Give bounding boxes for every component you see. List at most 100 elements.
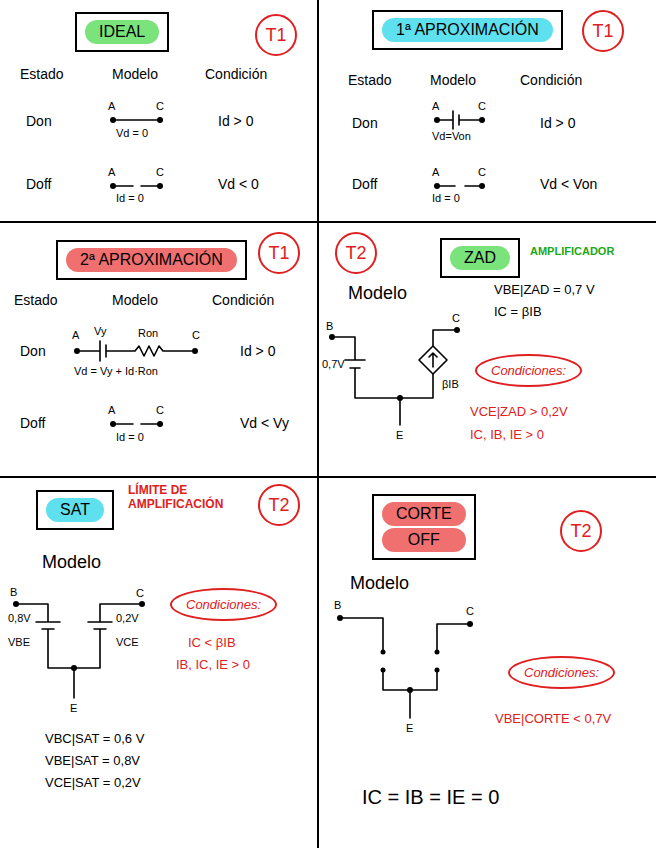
state-name: Doff	[20, 415, 45, 431]
section-heading: Modelo	[42, 552, 101, 573]
condition-text: VCE|ZAD > 0,2V	[470, 405, 568, 420]
mode-title: ZAD	[440, 238, 520, 278]
topic-number: T1	[268, 243, 289, 264]
dependent-source	[419, 346, 447, 374]
component-value: VCE	[116, 636, 139, 649]
condition-text: IB, IC, IE > 0	[176, 658, 250, 673]
model-note: Id = 0	[432, 192, 460, 205]
component-value: VBE	[8, 636, 30, 649]
diode-battery-on	[437, 111, 482, 129]
component-value: Ron	[138, 327, 158, 340]
section-heading: Modelo	[348, 283, 407, 304]
mode-note: LÍMITE DE AMPLIFICACIÓN	[128, 484, 253, 512]
terminal-dot	[157, 421, 163, 427]
terminal-dot	[110, 117, 116, 123]
mode-name: 2ª APROXIMACIÓN	[66, 248, 237, 272]
mode-title: SAT	[36, 490, 114, 530]
column-header: Estado	[348, 72, 392, 88]
diode-battery-resistor-on	[77, 341, 195, 361]
column-header: Modelo	[430, 72, 476, 88]
column-header: Condición	[520, 72, 582, 88]
mode-name: SAT	[46, 498, 104, 522]
model-note: Id = 0	[116, 192, 144, 205]
conditions-heading: Condiciones:	[491, 363, 566, 378]
diode-open-off	[113, 423, 160, 425]
terminal-dot	[139, 601, 145, 607]
transistor-sat-model	[16, 604, 142, 698]
terminal-name: C	[478, 166, 486, 179]
terminal-dot	[337, 615, 343, 621]
mode-title: 2ª APROXIMACIÓN	[56, 240, 247, 280]
terminal-dot	[329, 334, 335, 340]
condition-text: VBE|CORTE < 0,7V	[495, 712, 611, 727]
component-value: Vy	[94, 325, 106, 338]
transistor-zad-model	[332, 330, 455, 425]
terminal-dot	[71, 665, 77, 671]
terminal-name: C	[192, 329, 200, 342]
equation: VBC|SAT = 0,6 V	[45, 732, 144, 747]
model-note: Vd=Von	[432, 130, 471, 143]
terminal-dot	[397, 395, 403, 401]
mode-name: ZAD	[450, 246, 510, 270]
topic-badge: T1	[258, 232, 300, 274]
component-value: 0,7V	[322, 358, 345, 371]
conditions-oval: Condiciones:	[475, 354, 582, 387]
terminal-name: E	[70, 702, 77, 715]
terminal-name: A	[108, 166, 115, 179]
state-name: Doff	[352, 176, 377, 192]
terminal-dot	[110, 183, 116, 189]
terminal-name: B	[334, 599, 341, 612]
terminal-dot	[157, 183, 163, 189]
terminal-dot	[110, 421, 116, 427]
column-header: Condición	[205, 66, 267, 82]
condition-text: IC, IB, IE > 0	[470, 428, 544, 443]
equation: VBE|SAT = 0,8V	[45, 754, 140, 769]
mode-note: AMPLIFICADOR	[530, 245, 614, 258]
terminal-name: C	[452, 312, 460, 325]
condition-text: Vd < 0	[218, 176, 259, 192]
condition-text: Id > 0	[540, 115, 575, 131]
mode-name: CORTE	[382, 502, 466, 526]
condition-text: IC < βIB	[188, 636, 236, 651]
terminal-name: A	[108, 404, 115, 417]
equation: VBE|ZAD = 0,7 V	[494, 283, 595, 298]
model-note: Vd = Vy + Id·Ron	[74, 365, 158, 378]
mode-title: 1ª APROXIMACIÓN	[372, 10, 563, 50]
conditions-oval: Condiciones:	[170, 588, 277, 621]
component-value: 0,8V	[8, 612, 31, 625]
diode-ideal-on	[113, 119, 160, 121]
condition-text: Id > 0	[240, 343, 275, 359]
state-name: Don	[26, 113, 52, 129]
model-note: Vd = 0	[116, 127, 148, 140]
terminal-dot	[434, 117, 440, 123]
model-note: Id = 0	[116, 431, 144, 444]
topic-badge: T1	[582, 10, 624, 52]
state-name: Don	[352, 115, 378, 131]
column-header: Estado	[20, 66, 64, 82]
terminal-name: E	[406, 722, 413, 735]
terminal-dot	[381, 650, 386, 655]
terminal-name: C	[156, 404, 164, 417]
terminal-name: C	[136, 587, 144, 600]
mode-name: OFF	[382, 528, 466, 552]
terminal-dot	[74, 348, 80, 354]
topic-badge: T2	[335, 232, 377, 274]
component-value: βIB	[442, 378, 459, 391]
terminal-dot	[435, 650, 440, 655]
terminal-dot	[435, 668, 440, 673]
mode-title: IDEAL	[75, 12, 169, 52]
conditions-heading: Condiciones:	[524, 665, 599, 680]
state-name: Doff	[26, 176, 51, 192]
terminal-dot	[13, 601, 19, 607]
diode-open-off	[437, 185, 482, 187]
condition-text: Vd < Vy	[240, 415, 289, 431]
terminal-dot	[467, 621, 473, 627]
equation: IC = βIB	[494, 305, 542, 320]
mode-name: 1ª APROXIMACIÓN	[382, 18, 553, 42]
state-name: Don	[20, 343, 46, 359]
topic-badge: T2	[258, 484, 300, 526]
terminal-name: C	[466, 605, 474, 618]
conditions-heading: Condiciones:	[186, 597, 261, 612]
